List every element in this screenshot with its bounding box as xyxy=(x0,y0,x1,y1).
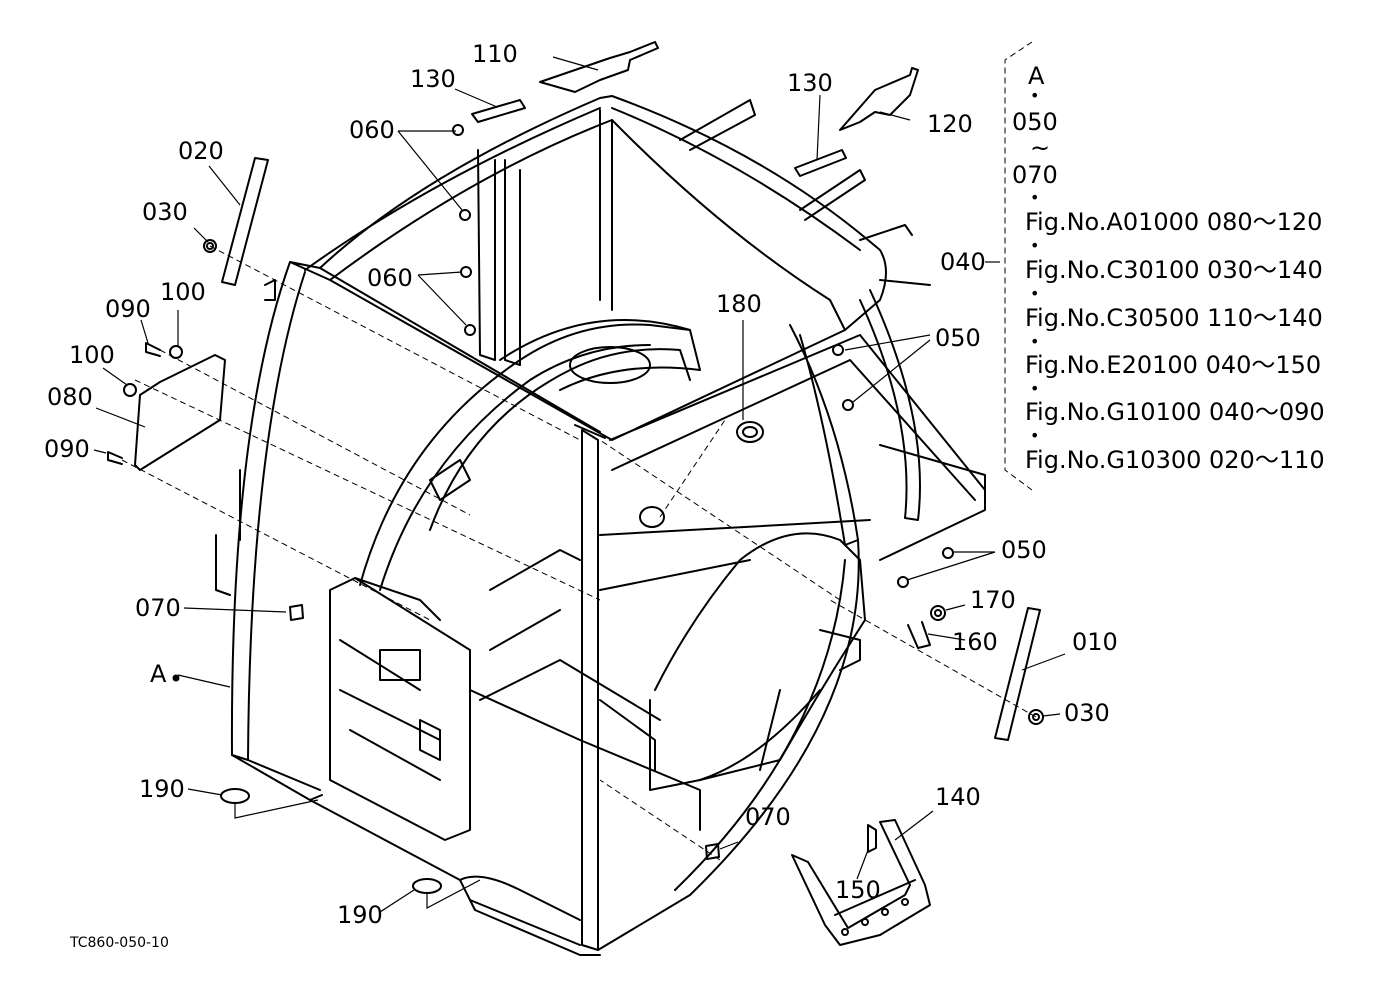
label-part-130-right: 130 xyxy=(787,69,833,97)
label-part-010: 010 xyxy=(1072,628,1118,656)
label-part-090-bottom: 090 xyxy=(44,435,90,463)
label-part-100-top: 100 xyxy=(160,278,206,306)
ref-range-tilde: ~ xyxy=(1030,134,1051,162)
left-rear-fender xyxy=(359,319,701,591)
part-110-roof-plate xyxy=(539,41,659,93)
left-front-pillar xyxy=(215,261,323,801)
label-part-050-top: 050 xyxy=(935,324,981,352)
label-part-110: 110 xyxy=(472,40,518,68)
left-control-panel xyxy=(329,577,471,841)
label-part-060-mid: 060 xyxy=(367,264,413,292)
label-part-190-bottom: 190 xyxy=(337,901,383,929)
label-part-160: 160 xyxy=(952,628,998,656)
label-part-090-top: 090 xyxy=(105,295,151,323)
rear-window-frame xyxy=(599,334,986,591)
center-front-pillar xyxy=(574,424,606,951)
ref-line: Fig.No.E20100 040～150 xyxy=(1025,351,1322,379)
ref-range-from: 050 xyxy=(1012,108,1058,136)
part-080-cover-plate xyxy=(134,354,226,471)
ref-dot: • xyxy=(1030,188,1040,207)
ref-line: Fig.No.C30100 030～140 xyxy=(1025,256,1323,284)
part-130-pads xyxy=(471,99,847,177)
ref-dot: • xyxy=(1030,332,1040,351)
point-a-marker xyxy=(172,674,180,682)
label-part-060-top: 060 xyxy=(349,116,395,144)
cab-floor xyxy=(309,549,701,956)
ref-dot: • xyxy=(1030,379,1040,398)
ref-dot: • xyxy=(1030,426,1040,445)
label-part-140: 140 xyxy=(935,783,981,811)
ref-dot: • xyxy=(1030,86,1040,105)
part-020-seal xyxy=(221,157,269,286)
label-part-190-top: 190 xyxy=(139,775,185,803)
leader-lines xyxy=(93,56,1066,913)
label-part-030-right: 030 xyxy=(1064,699,1110,727)
ref-line: Fig.No.A01000 080～120 xyxy=(1025,208,1323,236)
label-part-100-bottom: 100 xyxy=(69,341,115,369)
label-part-080: 080 xyxy=(47,383,93,411)
part-120-roof-plate xyxy=(839,67,919,131)
label-part-070-left: 070 xyxy=(135,594,181,622)
right-fender xyxy=(649,532,866,791)
label-part-050-bottom: 050 xyxy=(1001,536,1047,564)
ref-dot: • xyxy=(1030,236,1040,255)
label-part-150: 150 xyxy=(835,876,881,904)
label-part-130-left: 130 xyxy=(410,65,456,93)
ref-line: Fig.No.G10300 020～110 xyxy=(1025,446,1325,474)
part-140-step xyxy=(791,819,931,946)
label-part-120: 120 xyxy=(927,110,973,138)
hidden-lines xyxy=(121,41,1037,861)
roof-frame xyxy=(289,95,887,441)
label-part-040: 040 xyxy=(940,248,986,276)
ref-header: A xyxy=(1028,62,1045,90)
label-part-020: 020 xyxy=(178,137,224,165)
ref-dot: • xyxy=(1030,284,1040,303)
label-point-a: A xyxy=(150,660,167,688)
ref-line: Fig.No.G10100 040～090 xyxy=(1025,398,1325,426)
roof-rails xyxy=(264,99,931,366)
label-part-180: 180 xyxy=(716,290,762,318)
part-010-seal xyxy=(994,607,1041,741)
ref-line: Fig.No.C30500 110～140 xyxy=(1025,304,1323,332)
hardware-items xyxy=(107,124,1044,894)
right-pillars xyxy=(674,289,921,896)
ref-range-to: 070 xyxy=(1012,161,1058,189)
label-part-170: 170 xyxy=(970,586,1016,614)
label-part-030-left: 030 xyxy=(142,198,188,226)
drawing-code: TC860-050-10 xyxy=(70,935,169,951)
label-part-070-right: 070 xyxy=(745,803,791,831)
